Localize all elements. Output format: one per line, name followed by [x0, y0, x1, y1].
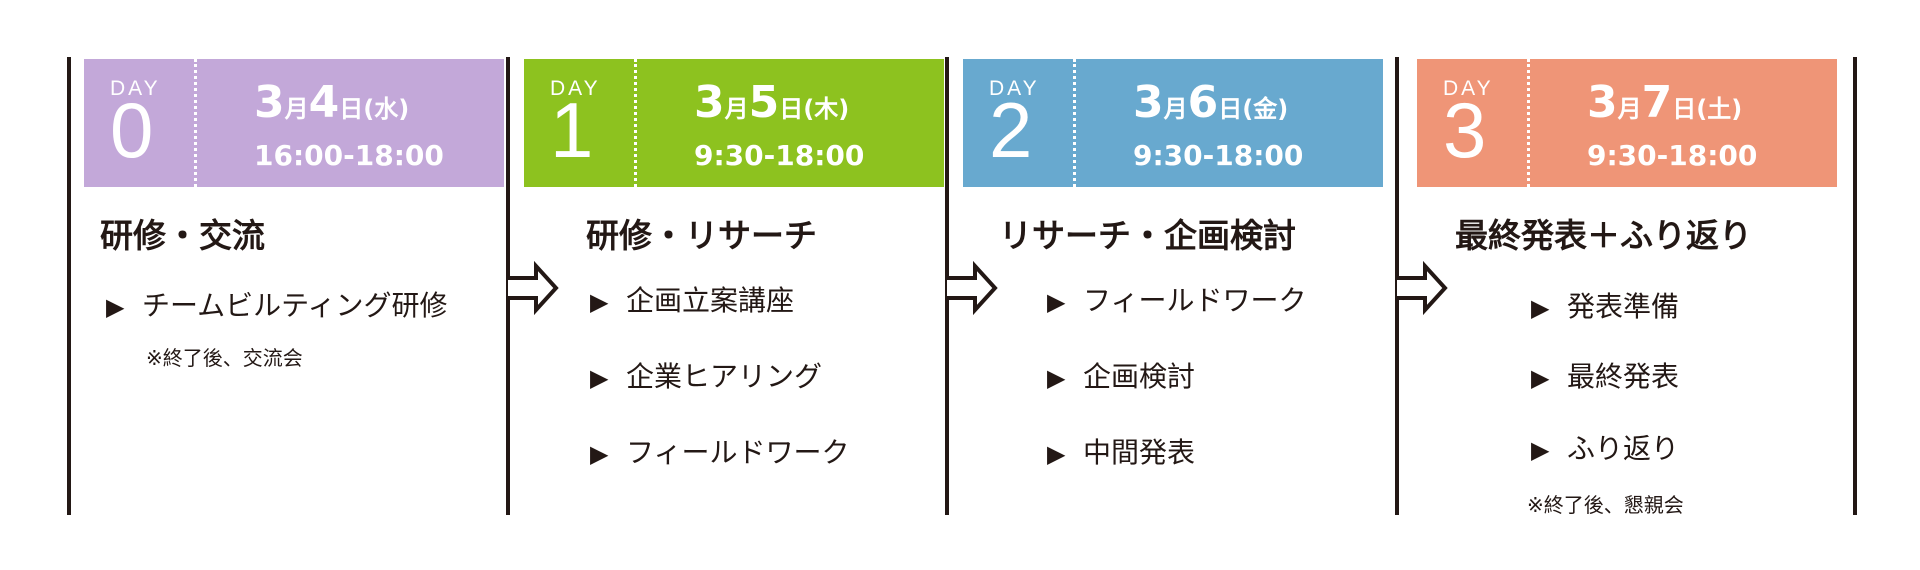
list-item-label: 企画検討 — [1083, 360, 1196, 393]
triangle-right-icon: ▶ — [1047, 288, 1066, 316]
list-item-label: ふり返り — [1567, 432, 1680, 465]
date: 3月7日(土) — [1587, 77, 1742, 128]
list-item-label: 企画立案講座 — [626, 284, 795, 317]
list-item: ▶ ふり返り — [1531, 427, 1679, 467]
date-month: 3 — [694, 77, 725, 128]
date-month-unit: 月 — [1617, 95, 1642, 123]
arrow-right-icon — [506, 260, 559, 316]
date-weekday: (水) — [363, 95, 410, 123]
date-month-unit: 月 — [284, 95, 309, 123]
time-range: 9:30-18:00 — [694, 139, 865, 172]
list-item: ▶ 企画立案講座 — [590, 279, 794, 319]
date-day: 4 — [308, 77, 340, 128]
date-day: 7 — [1641, 77, 1673, 128]
dotted-divider — [1073, 59, 1076, 187]
time-range: 9:30-18:00 — [1587, 139, 1758, 172]
divider-line — [1853, 57, 1857, 515]
date-day-unit: 日 — [339, 95, 364, 123]
list-item-label: 企業ヒアリング — [626, 360, 823, 393]
day-label: DAY — [1443, 77, 1494, 100]
list-item-label: チームビルティング研修 — [142, 289, 448, 322]
day-block: DAY 1 — [524, 59, 634, 187]
day-label: DAY — [550, 77, 601, 100]
date-day-unit: 日 — [779, 95, 804, 123]
triangle-right-icon: ▶ — [1531, 364, 1550, 392]
date-weekday: (金) — [1242, 95, 1289, 123]
triangle-right-icon: ▶ — [1531, 436, 1550, 464]
day-title: 最終発表＋ふり返り — [1455, 216, 1752, 255]
triangle-right-icon: ▶ — [590, 440, 609, 468]
date-month-unit: 月 — [724, 95, 749, 123]
triangle-right-icon: ▶ — [1047, 440, 1066, 468]
triangle-right-icon: ▶ — [590, 288, 609, 316]
triangle-right-icon: ▶ — [1531, 294, 1550, 322]
date: 3月6日(金) — [1133, 77, 1288, 128]
day-block: DAY 0 — [84, 59, 194, 187]
arrow-right-icon — [1395, 260, 1448, 316]
day-block: DAY 2 — [963, 59, 1073, 187]
time-range: 16:00-18:00 — [254, 139, 444, 172]
date-day: 6 — [1187, 77, 1219, 128]
triangle-right-icon: ▶ — [590, 364, 609, 392]
list-item-label: 最終発表 — [1567, 360, 1680, 393]
list-item: ▶ フィールドワーク — [1047, 279, 1306, 319]
day-column-1: DAY 1 3月5日(木) 9:30-18:00 研修・リサーチ ▶ 企画立案講座… — [524, 59, 944, 499]
day-number: 3 — [1443, 86, 1487, 174]
date-weekday: (土) — [1696, 95, 1743, 123]
day-column-3: DAY 3 3月7日(土) 9:30-18:00 最終発表＋ふり返り ▶発表準備… — [1417, 59, 1837, 517]
list-item-label: 発表準備 — [1567, 290, 1680, 323]
list-item: ▶ 中間発表 — [1047, 431, 1195, 471]
day-label: DAY — [989, 77, 1040, 100]
list-item-label: フィールドワーク — [626, 436, 850, 469]
date-month: 3 — [1133, 77, 1164, 128]
date-weekday: (木) — [803, 95, 850, 123]
date-month-unit: 月 — [1163, 95, 1188, 123]
day-header: DAY 3 3月7日(土) 9:30-18:00 — [1417, 59, 1837, 187]
list-item-label: 中間発表 — [1083, 436, 1196, 469]
day-title: リサーチ・企画検討 — [999, 216, 1296, 255]
date: 3月5日(木) — [694, 77, 849, 128]
list-item: ▶ フィールドワーク — [590, 431, 849, 471]
day-header: DAY 1 3月5日(木) 9:30-18:00 — [524, 59, 944, 187]
list-item-label: フィールドワーク — [1083, 284, 1307, 317]
day-number: 0 — [110, 86, 154, 174]
divider-line — [67, 57, 71, 515]
day-number: 2 — [989, 86, 1033, 174]
list-item: ▶ 企業ヒアリング — [590, 355, 822, 395]
date: 3月4日(水) — [254, 77, 409, 128]
date-month: 3 — [254, 77, 285, 128]
date-day-unit: 日 — [1218, 95, 1243, 123]
day-header: DAY 2 3月6日(金) 9:30-18:00 — [963, 59, 1383, 187]
dotted-divider — [194, 59, 197, 187]
dotted-divider — [634, 59, 637, 187]
date-day-unit: 日 — [1672, 95, 1697, 123]
triangle-right-icon: ▶ — [106, 293, 125, 321]
date-day: 5 — [748, 77, 780, 128]
note: ※終了後、交流会 — [146, 346, 303, 370]
day-block: DAY 3 — [1417, 59, 1527, 187]
triangle-right-icon: ▶ — [1047, 364, 1066, 392]
time-range: 9:30-18:00 — [1133, 139, 1304, 172]
day-title: 研修・リサーチ — [586, 216, 817, 255]
dotted-divider — [1527, 59, 1530, 187]
list-item: ▶ チームビルティング研修 — [106, 284, 447, 324]
note: ※終了後、懇親会 — [1527, 493, 1684, 517]
day-number: 1 — [550, 86, 594, 174]
day-column-2: DAY 2 3月6日(金) 9:30-18:00 リサーチ・企画検討 ▶ フィール… — [963, 59, 1383, 499]
day-title: 研修・交流 — [100, 216, 265, 255]
list-item: ▶ 最終発表 — [1531, 355, 1679, 395]
day-label: DAY — [110, 77, 161, 100]
day-column-0: DAY 0 3月4日(水) 16:00-18:00 研修・交流 ▶ チームビルティ… — [84, 59, 504, 499]
day-header: DAY 0 3月4日(水) 16:00-18:00 — [84, 59, 504, 187]
list-item: ▶ 発表準備 — [1531, 285, 1679, 325]
date-month: 3 — [1587, 77, 1618, 128]
arrow-right-icon — [945, 260, 998, 316]
list-item: ▶ 企画検討 — [1047, 355, 1195, 395]
